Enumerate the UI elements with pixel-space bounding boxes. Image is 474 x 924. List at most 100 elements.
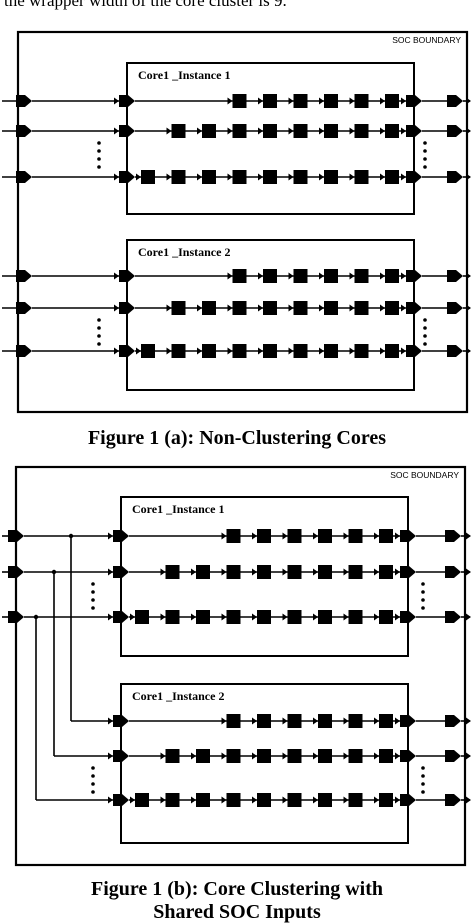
arrow-head	[108, 752, 113, 760]
scan-chain-3	[113, 793, 471, 807]
arrow-head	[252, 717, 257, 725]
ellipsis-dot	[421, 590, 425, 594]
scan-flop	[379, 749, 393, 763]
core-input-port	[113, 715, 129, 727]
arrow-head	[319, 173, 324, 181]
scan-flop	[324, 170, 338, 184]
core-output-port	[400, 566, 416, 578]
scan-flop	[196, 749, 210, 763]
ellipsis-dot	[97, 141, 101, 145]
ellipsis-dot	[423, 318, 427, 322]
scan-chain-2	[113, 565, 471, 579]
scan-flop	[226, 565, 241, 579]
arrow-head	[313, 613, 318, 621]
scan-flop	[232, 124, 247, 138]
arrow-head	[466, 127, 471, 135]
scan-flop	[354, 269, 369, 283]
arrow-head	[374, 613, 379, 621]
arrow-head	[252, 796, 257, 804]
soc-output-port	[445, 750, 461, 762]
scan-chain-1	[113, 714, 471, 728]
scan-flop	[379, 714, 393, 728]
arrow-head	[108, 532, 113, 540]
arrow-head	[282, 613, 288, 621]
scan-flop	[324, 344, 338, 358]
ellipsis-dot	[423, 342, 427, 346]
ellipsis-dot	[97, 326, 101, 330]
scan-flop	[196, 610, 210, 624]
soc-boundary-label: SOC BOUNDARY	[390, 470, 459, 480]
arrow-head	[114, 272, 119, 280]
ellipsis-dot	[91, 606, 95, 610]
soc-output-port	[445, 794, 461, 806]
arrow-head	[401, 127, 406, 135]
arrow-head	[343, 717, 349, 725]
scan-flop	[287, 565, 302, 579]
arrow-head	[221, 568, 227, 576]
arrow-head	[319, 272, 324, 280]
scan-flop	[263, 94, 277, 108]
arrow-head	[227, 304, 233, 312]
scan-flop	[348, 610, 363, 624]
soc-input-port	[16, 171, 32, 183]
core-input-port	[113, 566, 129, 578]
soc-boundary-box	[14, 465, 467, 867]
core-output-port	[400, 794, 416, 806]
ellipsis-dot	[97, 342, 101, 346]
soc-boundary-label: SOC BOUNDARY	[392, 35, 461, 45]
arrow-head	[197, 304, 202, 312]
arrow-head	[380, 97, 385, 105]
ellipsis-dot	[421, 766, 425, 770]
arrow-head	[288, 173, 294, 181]
arrow-head	[288, 97, 294, 105]
ellipsis-dot	[97, 334, 101, 338]
ellipsis-dot	[423, 157, 427, 161]
soc-output-port	[447, 345, 463, 357]
scan-flop	[257, 749, 271, 763]
scan-flop	[348, 565, 363, 579]
arrow-head	[466, 613, 471, 621]
arrow-head	[288, 127, 294, 135]
core-input-port	[119, 125, 135, 137]
scan-flop	[287, 793, 302, 807]
arrow-head	[197, 173, 202, 181]
scan-flop	[354, 301, 369, 315]
arrow-head	[319, 304, 324, 312]
soc-output-port	[445, 715, 461, 727]
arrow-head	[221, 532, 227, 540]
arrow-head	[401, 97, 406, 105]
core-instance-label: Core1 _Instance 2	[138, 245, 230, 259]
arrow-head	[380, 173, 385, 181]
arrow-head	[221, 752, 227, 760]
arrow-head	[466, 272, 471, 280]
core-instance-2: Core1 _Instance 2	[97, 239, 471, 391]
arrow-head	[166, 127, 172, 135]
core-box	[126, 239, 415, 391]
ellipsis-dot	[91, 590, 95, 594]
soc-output-port	[445, 530, 461, 542]
scan-flop	[324, 301, 338, 315]
scan-flop	[257, 565, 271, 579]
arrow-head	[160, 796, 166, 804]
soc-output-port	[445, 611, 461, 623]
arrow-head	[282, 752, 288, 760]
arrow-head	[343, 568, 349, 576]
arrow-head	[227, 97, 233, 105]
arrow-head	[160, 752, 166, 760]
scan-flop	[263, 269, 277, 283]
scan-flop	[318, 565, 332, 579]
arrow-head	[160, 613, 166, 621]
arrow-head	[319, 347, 324, 355]
arrow-head	[227, 127, 233, 135]
arrow-head	[349, 304, 355, 312]
scan-flop	[385, 344, 399, 358]
soc-input-port	[16, 345, 32, 357]
arrow-head	[136, 347, 141, 355]
scan-flop	[202, 124, 216, 138]
arrow-head	[114, 127, 119, 135]
core-output-port	[400, 611, 416, 623]
scan-flop	[196, 793, 210, 807]
ellipsis-dot	[91, 582, 95, 586]
scan-flop	[348, 749, 363, 763]
arrow-head	[395, 752, 400, 760]
